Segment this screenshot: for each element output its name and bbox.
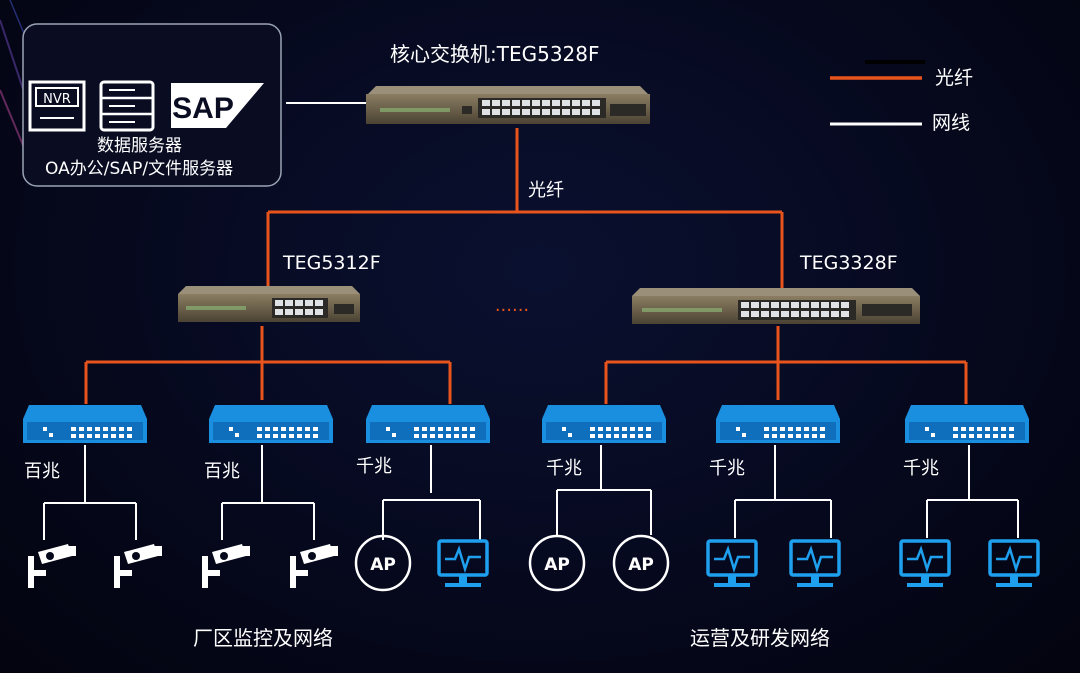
nvr-text: NVR <box>43 92 71 107</box>
access-switch-2 <box>209 405 333 443</box>
camera-icon <box>290 544 338 588</box>
access-switch-1 <box>23 405 147 443</box>
nvr-icon <box>28 80 86 132</box>
core-switch-label: 核心交换机:TEG5328F <box>390 42 600 66</box>
speed-label: 千兆 <box>356 456 392 477</box>
camera-icon <box>202 544 250 588</box>
monitor-icon <box>706 539 758 589</box>
server-rack-icon <box>99 80 155 132</box>
monitor-icon <box>437 539 489 589</box>
monitor-icon <box>789 539 841 589</box>
sap-logo <box>171 83 264 128</box>
ellipsis: ...... <box>495 295 529 316</box>
section-left-label: 厂区监控及网络 <box>193 626 333 650</box>
left-switch-device <box>178 286 360 322</box>
monitor-icon <box>988 539 1040 589</box>
section-right-label: 运营及研发网络 <box>690 626 830 650</box>
camera-icon <box>28 544 76 588</box>
right-switch-label: TEG3328F <box>800 252 898 274</box>
camera-icon <box>114 544 162 588</box>
left-switch-label: TEG5312F <box>283 252 381 274</box>
speed-label: 千兆 <box>709 458 745 479</box>
speed-label: 千兆 <box>546 458 582 479</box>
server-caption-line1: 数据服务器 <box>97 136 182 156</box>
ap-text: AP <box>370 555 396 575</box>
speed-label: 千兆 <box>903 458 939 479</box>
speed-label: 百兆 <box>204 461 240 482</box>
sap-text: SAP <box>172 92 234 125</box>
monitor-icon <box>899 539 951 589</box>
ethernet-cables <box>43 445 1019 540</box>
ap-text: AP <box>628 555 654 575</box>
ap-text: AP <box>544 555 570 575</box>
fiber-label: 光纤 <box>528 180 564 201</box>
fiber-distribution-to-access <box>84 326 968 404</box>
core-switch-device <box>366 86 650 124</box>
fiber-core-to-distribution <box>266 128 784 290</box>
legend-fiber-label: 光纤 <box>935 67 974 89</box>
ap-icon <box>354 534 412 592</box>
ap-icon <box>528 534 586 592</box>
access-switch-3 <box>366 405 490 443</box>
legend-cable-label: 网线 <box>932 112 971 134</box>
speed-label: 百兆 <box>24 461 60 482</box>
access-switch-4 <box>542 405 666 443</box>
server-caption-line2: OA办公/SAP/文件服务器 <box>45 159 234 179</box>
access-switch-6 <box>905 405 1029 443</box>
right-switch-device <box>632 288 920 324</box>
ap-icon <box>612 534 670 592</box>
access-switch-5 <box>716 405 840 443</box>
